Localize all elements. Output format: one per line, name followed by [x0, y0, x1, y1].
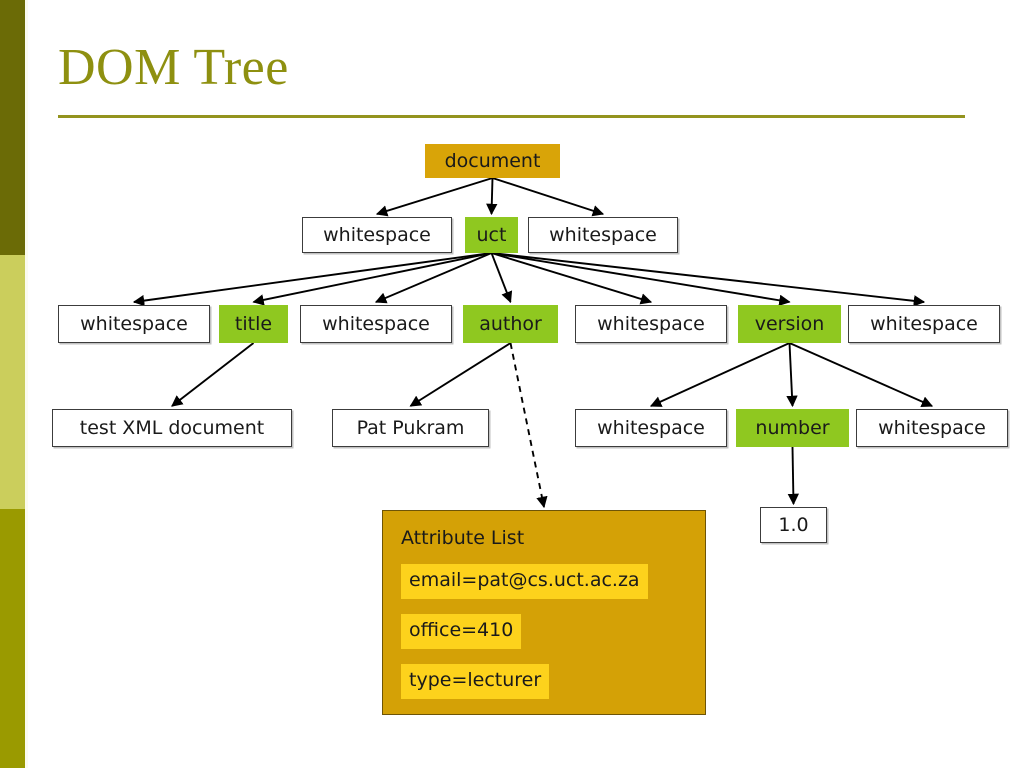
tree-node-author: author	[463, 305, 558, 343]
tree-node-ws-r2-b: whitespace	[528, 217, 678, 253]
tree-edge-uct-to-ws-r3-b	[374, 252, 492, 304]
tree-edge-version-to-ws-r4-a	[649, 342, 790, 407]
tree-edge-document-to-ws-r2-a	[375, 177, 493, 217]
page-title: DOM Tree	[58, 39, 289, 96]
tree-node-label: number	[755, 416, 830, 439]
tree-edge-version-to-ws-r4-b	[789, 342, 934, 408]
tree-node-label: whitespace	[323, 223, 431, 246]
attribute-row: email=pat@cs.uct.ac.za	[401, 564, 705, 614]
tree-node-number: number	[736, 409, 849, 447]
tree-node-ws-r2-a: whitespace	[302, 217, 452, 253]
tree-node-label: uct	[476, 223, 507, 246]
tree-node-label: whitespace	[597, 312, 705, 335]
tree-edge-document-to-uct	[486, 177, 498, 216]
attribute-row: type=lecturer	[401, 664, 705, 714]
tree-node-label: author	[479, 312, 542, 335]
attribute-item-0: email=pat@cs.uct.ac.za	[401, 564, 648, 599]
attribute-row: office=410	[401, 614, 705, 664]
tree-node-test-xml: test XML document	[52, 409, 292, 447]
tree-node-title: title	[219, 305, 288, 343]
tree-node-ws-r3-c: whitespace	[575, 305, 727, 343]
title-divider	[58, 115, 965, 118]
tree-node-ws-r3-d: whitespace	[848, 305, 1000, 343]
tree-node-ws-r3-b: whitespace	[300, 305, 452, 343]
tree-edge-uct-to-ws-r3-d	[491, 252, 926, 307]
tree-edge-author-to-attr-list	[509, 342, 548, 509]
attribute-list-panel: Attribute List email=pat@cs.uct.ac.za off…	[382, 510, 706, 715]
attribute-item-2: type=lecturer	[401, 664, 550, 699]
tree-node-label: test XML document	[79, 416, 265, 439]
sidebar-segment-middle	[0, 255, 25, 509]
tree-node-ws-r3-a: whitespace	[58, 305, 210, 343]
tree-node-label: title	[234, 312, 273, 335]
sidebar-segment-bottom	[0, 509, 25, 768]
tree-node-uct: uct	[465, 217, 518, 253]
sidebar-hairline	[25, 0, 28, 768]
tree-node-label: 1.0	[778, 513, 809, 536]
tree-node-version: version	[738, 305, 841, 343]
tree-edge-author-to-pat-pukram	[409, 342, 512, 407]
tree-node-label: whitespace	[549, 223, 657, 246]
tree-node-label: whitespace	[597, 416, 705, 439]
tree-edge-document-to-ws-r2-b	[492, 177, 605, 217]
attribute-list-items: email=pat@cs.uct.ac.za office=410 type=lec…	[401, 564, 705, 714]
tree-node-label: whitespace	[878, 416, 986, 439]
tree-edge-uct-to-version	[491, 252, 791, 306]
tree-edge-uct-to-ws-r3-a	[132, 252, 492, 307]
tree-edge-uct-to-author	[490, 252, 513, 304]
tree-edge-number-to-one-zero	[787, 446, 800, 506]
tree-edge-uct-to-title	[252, 252, 492, 306]
attribute-item-1: office=410	[401, 614, 522, 649]
tree-node-ws-r4-b: whitespace	[856, 409, 1008, 447]
tree-node-ws-r4-a: whitespace	[575, 409, 727, 447]
tree-node-label: whitespace	[80, 312, 188, 335]
tree-node-label: whitespace	[870, 312, 978, 335]
tree-node-label: whitespace	[322, 312, 430, 335]
tree-edge-version-to-number	[786, 342, 798, 408]
tree-node-pat-pukram: Pat Pukram	[332, 409, 489, 447]
tree-node-one-zero: 1.0	[760, 507, 827, 543]
tree-node-label: version	[754, 312, 825, 335]
sidebar-decoration	[0, 0, 25, 768]
tree-node-document: document	[425, 144, 560, 178]
sidebar-segment-top	[0, 0, 25, 255]
tree-edge-uct-to-ws-r3-c	[491, 252, 653, 305]
tree-edge-title-to-test-xml	[171, 342, 255, 407]
attribute-list-heading: Attribute List	[401, 527, 525, 549]
tree-node-label: document	[444, 149, 541, 172]
tree-node-label: Pat Pukram	[356, 416, 465, 439]
